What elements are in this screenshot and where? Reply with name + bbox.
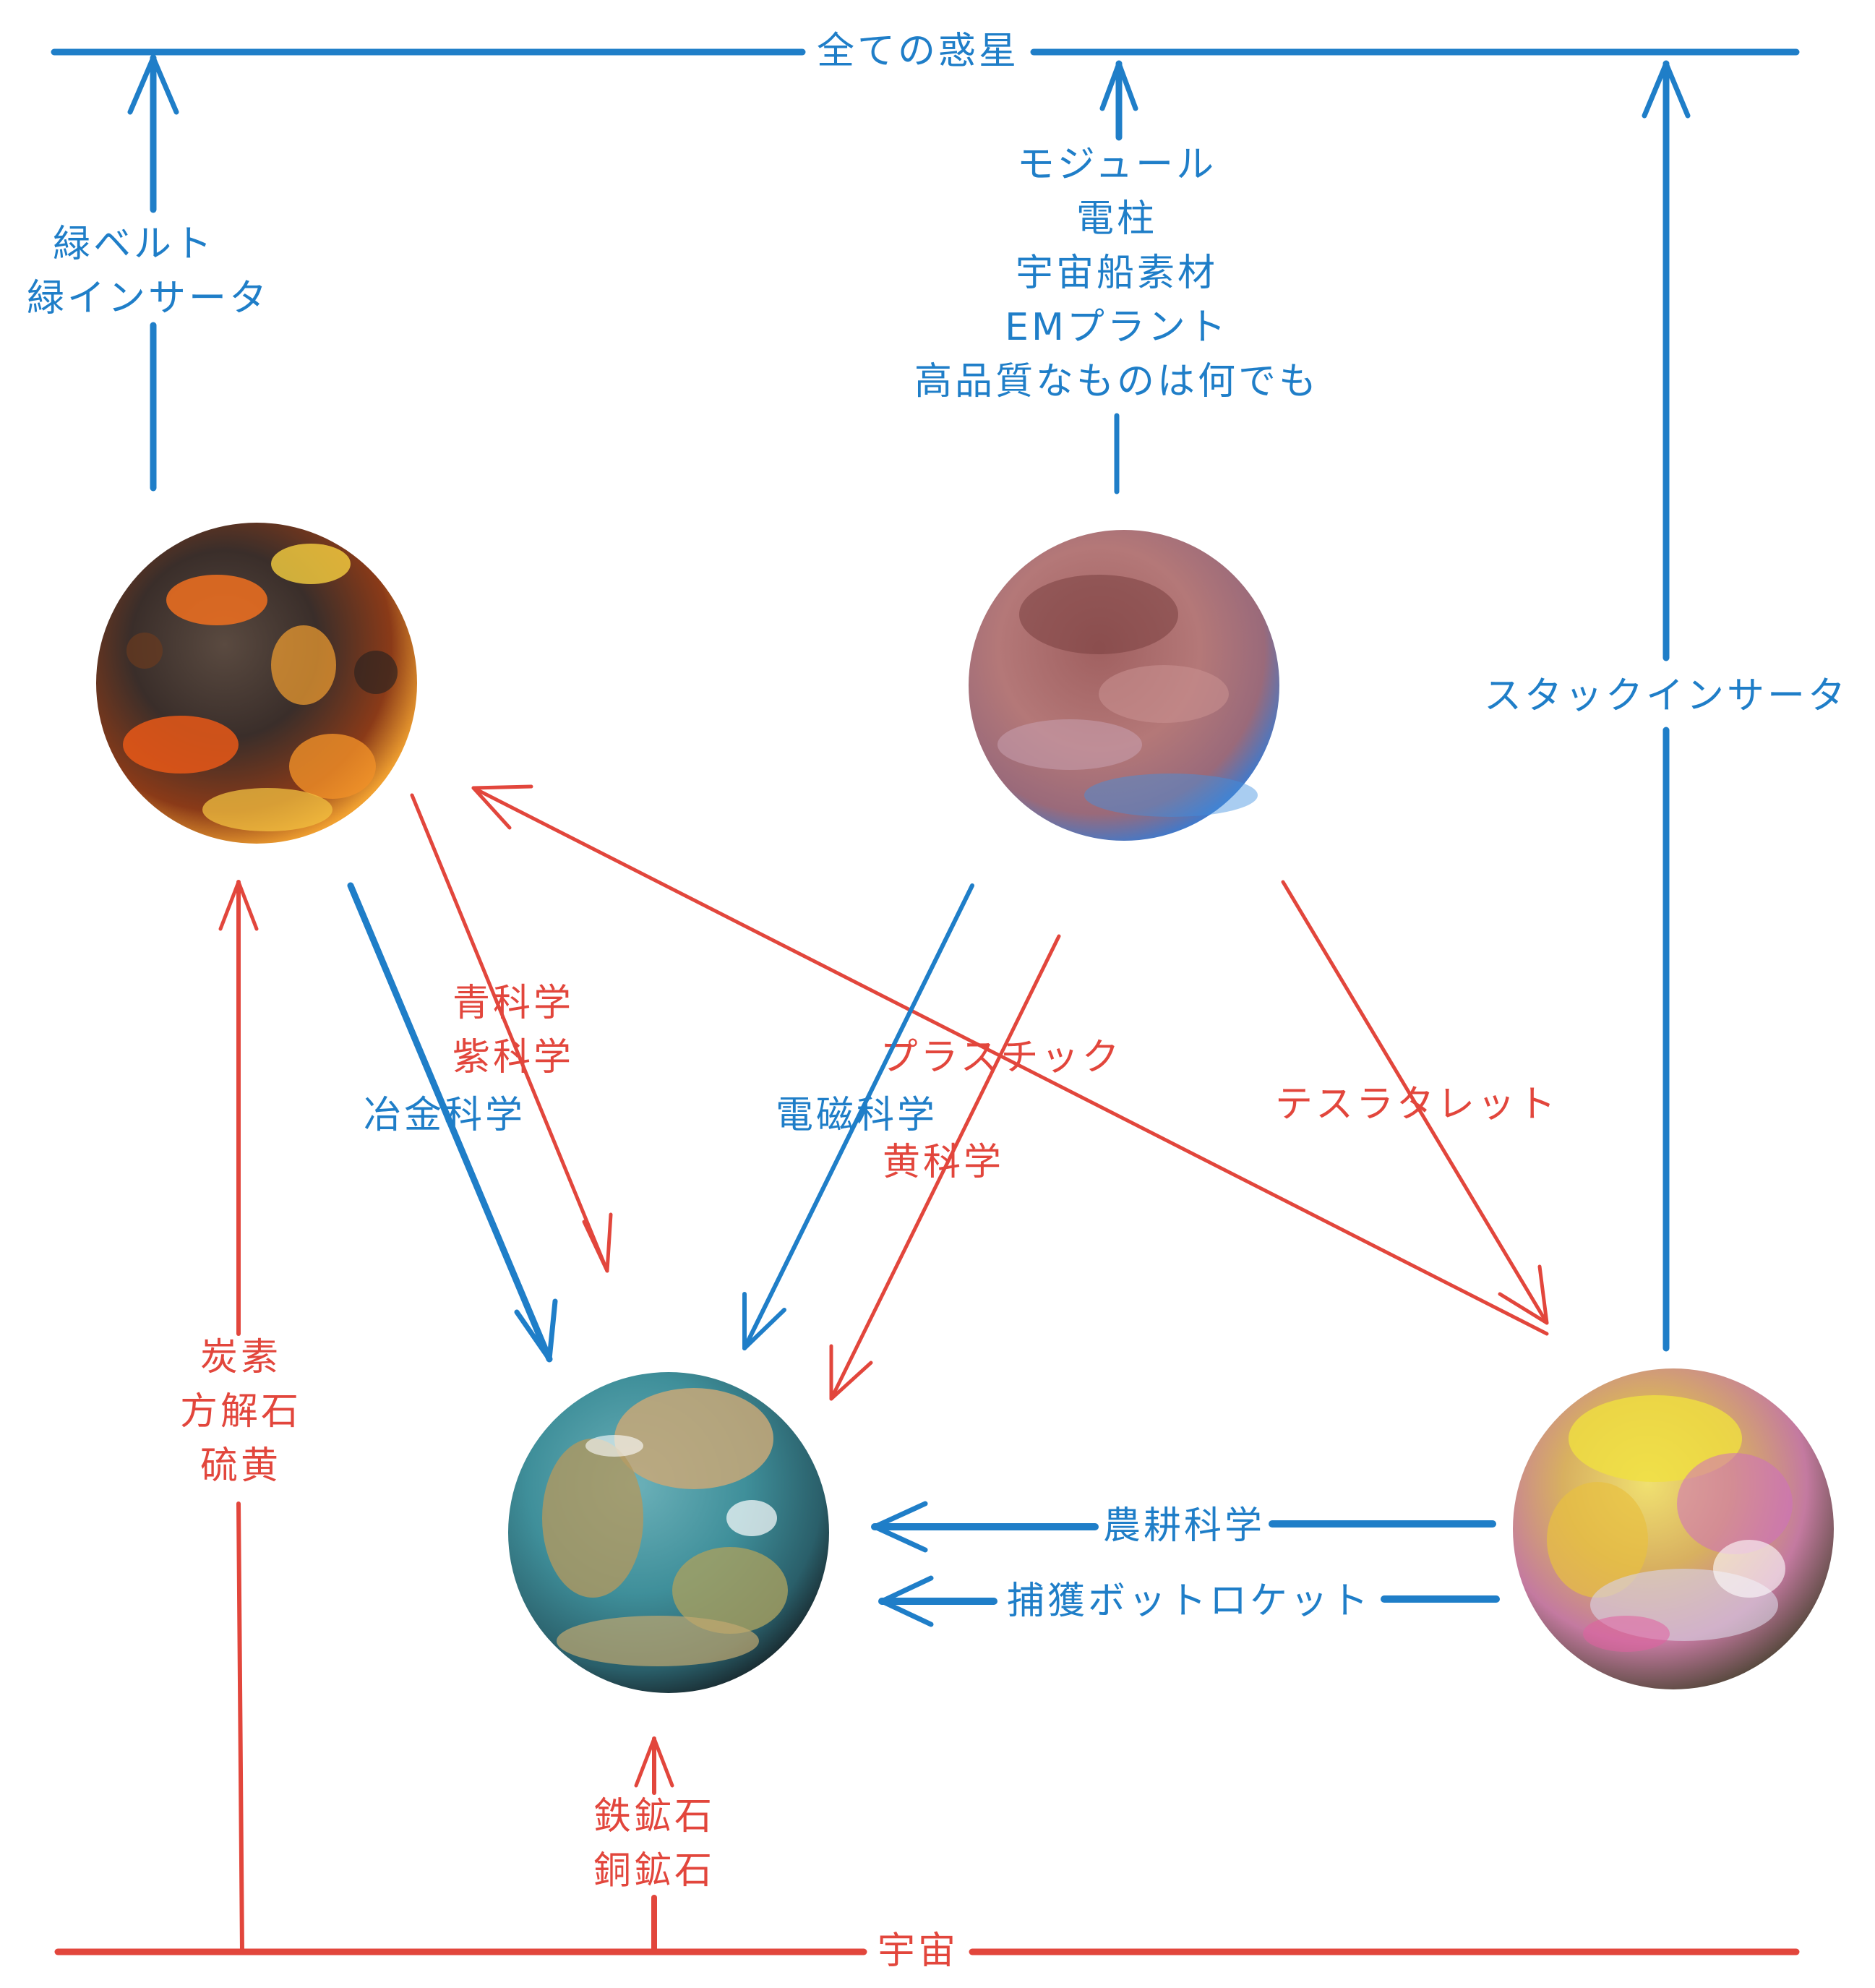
- label-modules: モジュール: [1017, 143, 1217, 187]
- label-iron-ore: 鉄鉱石: [593, 1795, 715, 1838]
- earth-planet: [508, 1372, 829, 1693]
- arrow-space-to-volcanic: 炭素 方解石 硫黄: [180, 880, 301, 1954]
- arrow-fungal-to-volcanic: プラスチック: [471, 784, 1549, 1336]
- arrow-pink-to-fungal: テスラタレット: [1275, 880, 1558, 1325]
- label-agricultural-science: 農耕科学: [1103, 1504, 1265, 1548]
- label-calcite: 方解石: [180, 1390, 301, 1434]
- arrow-pink-to-all: モジュール 電柱 宇宙船素材 EMプラント 高品質なものは何でも: [914, 60, 1319, 494]
- label-em-plant: EMプラント: [1005, 306, 1229, 349]
- arrow-fungal-to-all: スタックインサータ: [1484, 60, 1848, 1352]
- label-metallurgic-science: 冶金科学: [364, 1094, 525, 1137]
- arrow-pink-to-earth-red: 黄科学: [829, 934, 1061, 1401]
- label-power-pole: 電柱: [1076, 197, 1157, 241]
- arrow-fungal-to-earth-capture: 捕獲ボットロケット: [878, 1575, 1500, 1627]
- label-green-belt: 緑ベルト: [53, 223, 215, 266]
- arrow-volcanic-to-earth-red: 青科学 紫科学: [410, 793, 613, 1273]
- label-purple-science: 紫科学: [452, 1036, 574, 1079]
- label-copper-ore: 銅鉱石: [593, 1849, 715, 1893]
- label-stack-inserter: スタックインサータ: [1484, 674, 1848, 718]
- label-yellow-science: 黄科学: [883, 1141, 1004, 1184]
- bottom-line-label: 宇宙: [878, 1929, 958, 1973]
- arrow-pink-to-earth-blue: 電磁科学: [742, 883, 974, 1350]
- label-sulfur: 硫黄: [200, 1444, 281, 1488]
- pink-planet: [969, 530, 1279, 841]
- label-carbon: 炭素: [200, 1336, 281, 1379]
- label-any-quality: 高品質なものは何でも: [914, 360, 1319, 403]
- volcanic-planet: [96, 523, 417, 844]
- label-electromagnetic-science: 電磁科学: [776, 1094, 938, 1137]
- label-green-inserter: 緑インサータ: [27, 277, 270, 320]
- label-capture-bot-rocket: 捕獲ボットロケット: [1007, 1580, 1371, 1623]
- label-ship-material: 宇宙船素材: [1016, 252, 1218, 295]
- arrow-fungal-to-earth-agri: 農耕科学: [871, 1501, 1496, 1553]
- fungal-planet: [1513, 1368, 1834, 1689]
- arrow-volcanic-to-earth-blue: 冶金科学: [347, 882, 558, 1363]
- label-tesla-turret: テスラタレット: [1275, 1083, 1558, 1126]
- label-blue-science: 青科学: [452, 982, 574, 1025]
- arrow-volcanic-to-all: 緑ベルト 緑インサータ: [27, 54, 270, 492]
- arrow-space-to-earth: 鉄鉱石 銅鉱石: [593, 1736, 715, 1955]
- top-line-label: 全ての惑星: [817, 30, 1019, 73]
